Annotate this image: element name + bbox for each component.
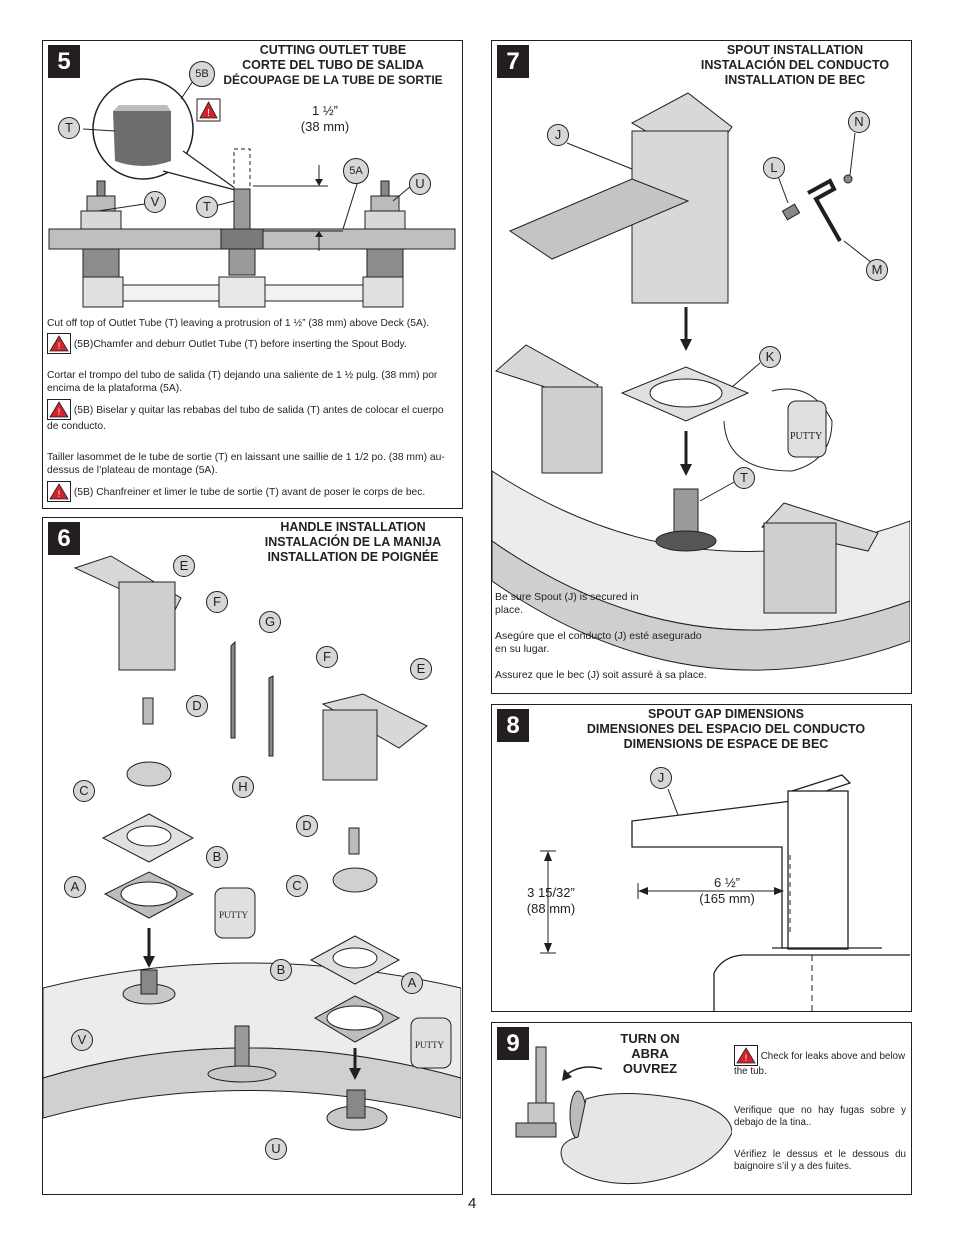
- warning-es: ! (5B) Biselar y quitar las rebabas del …: [47, 399, 457, 433]
- callout-k: K: [759, 346, 781, 368]
- warning-en: ! (5B)Chamfer and deburr Outlet Tube (T)…: [47, 333, 457, 354]
- putty-label: PUTTY: [415, 1040, 444, 1050]
- instruction-en: Cut off top of Outlet Tube (T) leaving a…: [47, 318, 430, 329]
- supply-valve-hand-illustration: [515, 1046, 732, 1185]
- instruction-es: Asegúre que el conducto (J) esté asegura…: [495, 630, 702, 655]
- instruction-fr: Assurez que le bec (J) soit assuré à sa …: [495, 669, 707, 681]
- callout-a: A: [401, 972, 423, 994]
- step-number: 9: [497, 1027, 529, 1060]
- warning-icon: !: [47, 333, 71, 354]
- horizontal-dimension: 6 ½”(165 mm): [699, 875, 755, 906]
- callout-n: N: [848, 111, 870, 133]
- step-number: 5: [48, 45, 80, 78]
- svg-text:!: !: [58, 407, 61, 417]
- callout-m: M: [866, 259, 888, 281]
- svg-text:!: !: [58, 341, 61, 351]
- instruction-fr: Vérifiez le dessus et le dessous du baig…: [734, 1149, 906, 1172]
- callout-v: V: [71, 1029, 93, 1051]
- callout-b: B: [206, 846, 228, 868]
- callout-c: C: [73, 780, 95, 802]
- callout-g: G: [259, 611, 281, 633]
- svg-text:!: !: [745, 1053, 748, 1063]
- callout-l: L: [763, 157, 785, 179]
- spout-installation-illustration: [492, 92, 910, 671]
- warning-fr: ! (5B) Chanfreiner et limer le tube de s…: [47, 481, 457, 502]
- warning-en: ! Check for leaks above and below the tu…: [734, 1045, 906, 1078]
- warning-icon: !: [47, 481, 71, 502]
- callout-d: D: [296, 815, 318, 837]
- callout-v: V: [144, 191, 166, 213]
- callout-f: F: [206, 591, 228, 613]
- vertical-dimension: 3 15/32”(88 mm): [526, 885, 576, 916]
- step-number: 8: [497, 709, 529, 742]
- spout-gap-diagram: [540, 774, 910, 1011]
- callout-5a: 5A: [343, 158, 369, 184]
- callout-e: E: [173, 555, 195, 577]
- putty-label: PUTTY: [219, 910, 248, 920]
- callout-t: T: [58, 117, 80, 139]
- instruction-en: Be sure Spout (J) is secured in place.: [495, 591, 639, 616]
- warning-icon: !: [734, 1045, 758, 1066]
- callout-f: F: [316, 646, 338, 668]
- step-number: 7: [497, 45, 529, 78]
- protrusion-dimension: 1 ½”(38 mm): [300, 103, 350, 134]
- svg-text:!: !: [207, 108, 210, 119]
- callout-c: C: [286, 875, 308, 897]
- handle-installation-illustration: [43, 555, 461, 1131]
- warning-icon: !: [47, 399, 71, 420]
- step-number: 6: [48, 522, 80, 555]
- callout-j: J: [650, 767, 672, 789]
- page-number: 4: [468, 1195, 477, 1212]
- callout-u: U: [265, 1138, 287, 1160]
- callout-t: T: [196, 196, 218, 218]
- callout-e: E: [410, 658, 432, 680]
- callout-b: B: [270, 959, 292, 981]
- callout-a: A: [64, 876, 86, 898]
- callout-d: D: [186, 695, 208, 717]
- callout-5b: 5B: [189, 61, 215, 87]
- callout-t: T: [733, 467, 755, 489]
- svg-text:!: !: [58, 489, 61, 499]
- instruction-es: Verifique que no hay fugas sobre y debaj…: [734, 1105, 906, 1128]
- callout-j: J: [547, 124, 569, 146]
- instruction-fr: Tailler lasommet de le tube de sortie (T…: [47, 452, 445, 476]
- outlet-tube-illustration: !: [48, 78, 456, 308]
- instruction-es: Cortar el trompo del tubo de salida (T) …: [47, 370, 438, 394]
- putty-label: PUTTY: [790, 431, 823, 442]
- callout-h: H: [232, 776, 254, 798]
- callout-u: U: [409, 173, 431, 195]
